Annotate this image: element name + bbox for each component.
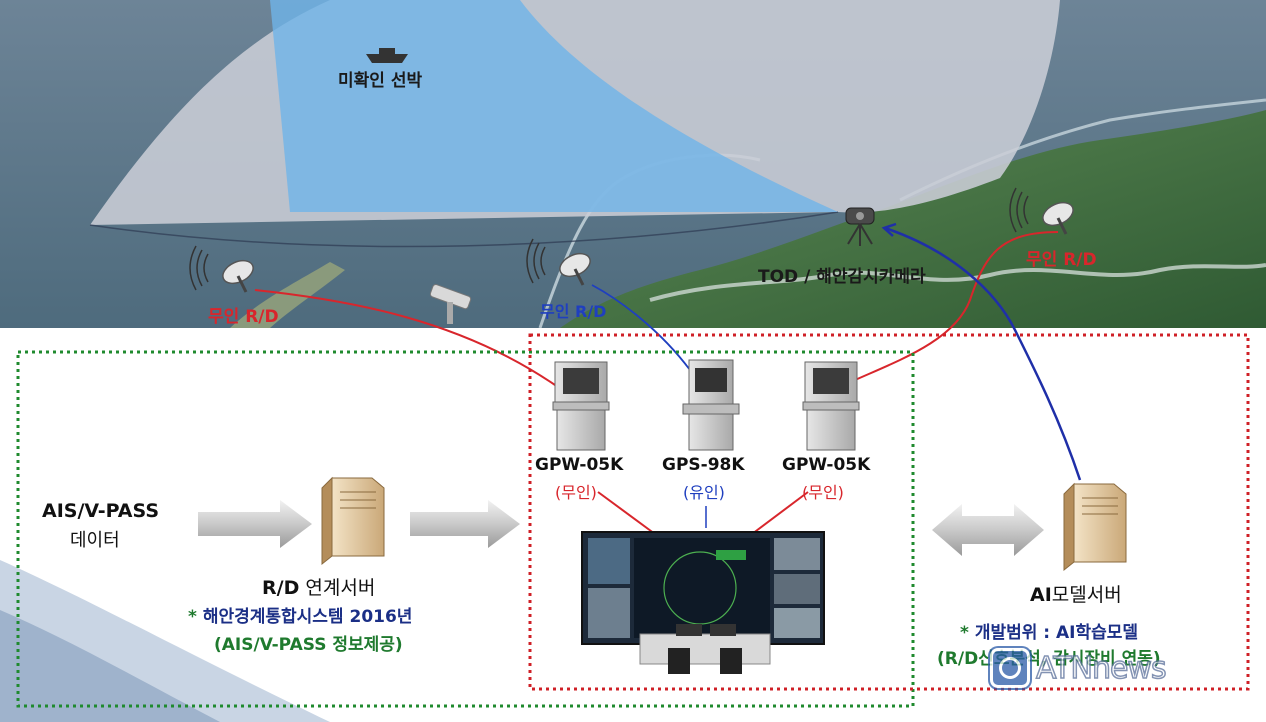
- console-0-model: GPW-05K: [535, 455, 624, 475]
- link-ai-camera: [884, 226, 1082, 481]
- link-center-radar: [591, 284, 691, 371]
- coastal-road: [649, 263, 1266, 302]
- ai-server-label-bold: AI: [1030, 584, 1052, 606]
- rd-server-label-rest: 연계서버: [299, 577, 376, 599]
- watermark-text: ATNnews: [1035, 650, 1167, 687]
- ship-icon: [366, 48, 408, 63]
- radar-left-label: 무인 R/D: [208, 307, 279, 327]
- console-gpw05k-right-icon: [802, 361, 860, 451]
- ai-server-note-star: *: [960, 623, 975, 643]
- integrated-system-boundary: [16, 350, 915, 708]
- control-center-icon: [581, 531, 825, 674]
- console-gps98k-icon: [682, 359, 740, 451]
- console-1-model: GPS-98K: [662, 455, 745, 475]
- radar-dish-left-icon: [189, 245, 254, 293]
- watermark-logo-icon: [990, 648, 1030, 688]
- link-right-radar: [854, 231, 1059, 381]
- link-console-left: [597, 491, 656, 535]
- unidentified-ship-label: 미확인 선박: [338, 71, 423, 91]
- breakwater: [230, 262, 345, 328]
- arrow-control-ai: [932, 504, 1044, 556]
- radar-dish-center-icon: [526, 238, 591, 286]
- console-2-model: GPW-05K: [782, 455, 871, 475]
- console-0-type: (무인): [555, 483, 597, 502]
- rd-server-label-bold: R/D: [262, 577, 300, 599]
- arrowhead: [881, 222, 897, 237]
- rd-server-note-text: 해안경계통합시스템 2016년: [202, 607, 413, 627]
- console-1-type: (유인): [683, 483, 725, 502]
- surveillance-camera-icon: [429, 283, 472, 324]
- console-2-type: (무인): [802, 483, 844, 502]
- arrow-ais-to-server: [198, 500, 312, 548]
- ai-server-label: AI모델서버: [1030, 580, 1122, 607]
- coverage-boundary: [89, 211, 839, 248]
- ais-title: AIS/V-PASS: [42, 500, 160, 522]
- radar-center-label: 무인 R/D: [540, 302, 607, 321]
- rd-server-note-star: *: [188, 607, 203, 627]
- console-gpw05k-left-icon: [552, 361, 610, 451]
- ai-server-note: * 개발범위 : AI학습모델: [960, 618, 1138, 643]
- radar-dish-right-icon: [1009, 187, 1074, 235]
- ai-server-label-rest: 모델서버: [1051, 584, 1122, 606]
- camera-label: TOD / 해안감시카메라: [758, 267, 926, 287]
- ais-subtitle: 데이터: [70, 530, 120, 551]
- watermark: ATNnews: [990, 648, 1167, 688]
- arrow-server-to-control: [410, 500, 520, 548]
- ai-server-icon: [1063, 482, 1127, 572]
- rd-server-note-line2: (AIS/V-PASS 정보제공): [214, 635, 403, 655]
- rd-server-icon: [321, 476, 385, 566]
- ai-server-note-text: 개발범위 : AI학습모델: [974, 623, 1139, 643]
- rd-server-note: * 해안경계통합시스템 2016년: [188, 602, 412, 627]
- link-left-radar: [254, 289, 556, 386]
- lower-decoration-2: [0, 610, 220, 722]
- link-console-right: [751, 491, 809, 535]
- development-scope-boundary: [528, 333, 1250, 691]
- rd-server-label: R/D 연계서버: [262, 573, 375, 600]
- camera-field-of-view: [270, 0, 838, 212]
- radar-right-label: 무인 R/D: [1026, 250, 1097, 270]
- tod-camera-icon: [845, 207, 875, 246]
